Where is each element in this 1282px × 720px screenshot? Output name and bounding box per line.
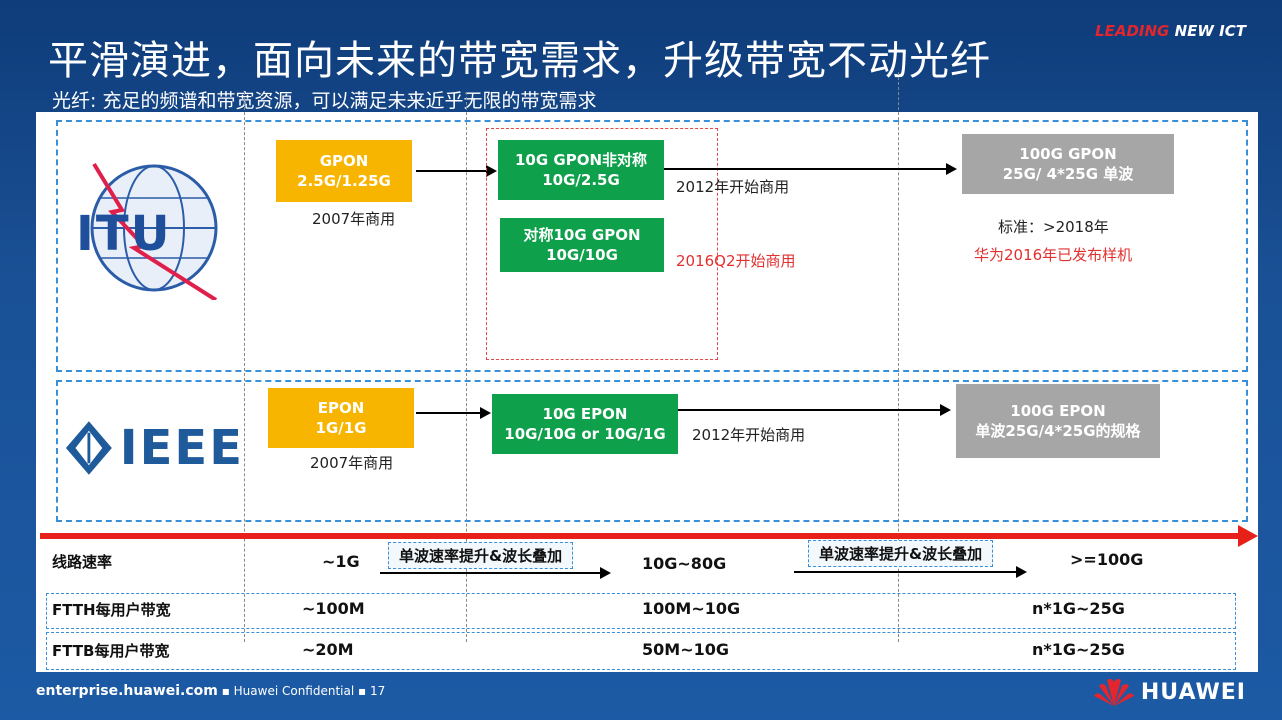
footer: enterprise.huawei.com ▪ Huawei Confident…	[36, 683, 385, 699]
100g-gpon-huawei-note: 华为2016年已发布样机	[974, 246, 1133, 264]
epon-note: 2007年商用	[310, 454, 394, 472]
arrow-10g-to-100g-epon-head	[940, 404, 951, 416]
ieee-section	[56, 380, 1248, 522]
10g-epon-note: 2012年开始商用	[692, 426, 806, 444]
arrow-10g-to-100g-head	[946, 163, 957, 175]
10g-gpon-sym-box: 对称10G GPON 10G/10G	[500, 218, 664, 272]
10g-gpon-group	[486, 128, 718, 360]
arrow-10g-to-100g	[664, 168, 946, 170]
guide-line-1	[244, 92, 245, 642]
line-rate-v2: 10G~80G	[642, 554, 727, 573]
line-rate-arrow-1	[380, 572, 600, 574]
fttb-v3: n*1G~25G	[1032, 640, 1125, 659]
10g-gpon-asym-box: 10G GPON非对称 10G/2.5G	[498, 140, 664, 200]
gpon-rate: 2.5G/1.25G	[297, 172, 391, 190]
huawei-logo-text: HUAWEI	[1140, 679, 1246, 705]
huawei-logo: HUAWEI	[1093, 676, 1246, 708]
gpon-note: 2007年商用	[312, 210, 396, 228]
10g-epon-box: 10G EPON 10G/10G or 10G/1G	[492, 394, 678, 454]
line-rate-arrow-2-head	[1016, 566, 1027, 578]
itu-logo-text: ITU	[76, 206, 172, 262]
arrow-gpon-to-10g	[416, 170, 486, 172]
footer-page-number: 17	[369, 684, 386, 698]
100g-epon-box: 100G EPON 单波25G/4*25G的规格	[956, 384, 1160, 458]
arrow-epon-to-10g	[416, 412, 480, 414]
gpon-box: GPON 2.5G/1.25G	[276, 140, 412, 202]
footer-bullet-2: ▪	[358, 684, 370, 698]
ftth-label: FTTH每用户带宽	[52, 601, 171, 619]
ieee-diamond-icon	[65, 421, 112, 475]
huawei-flower-icon	[1093, 678, 1134, 706]
epon-title: EPON	[317, 399, 365, 417]
10g-gpon-asym-title: 10G GPON非对称	[514, 151, 648, 169]
100g-gpon-box: 100G GPON 25G/ 4*25G 单波	[962, 134, 1174, 194]
timeline-arrow-head	[1238, 525, 1258, 547]
10g-epon-title: 10G EPON	[542, 405, 628, 423]
page-title: 平滑演进，面向未来的带宽需求，升级带宽不动光纤	[48, 38, 991, 84]
100g-gpon-standard-note: 标准：>2018年	[998, 218, 1109, 236]
ftth-v2: 100M~10G	[642, 599, 741, 618]
ftth-row	[46, 593, 1236, 629]
fttb-v1: ~20M	[302, 640, 354, 659]
ftth-v1: ~100M	[302, 599, 365, 618]
timeline-bar	[40, 533, 1238, 539]
brand-tag-new-ict: NEW ICT	[1174, 22, 1246, 40]
100g-epon-spec: 单波25G/4*25G的规格	[975, 422, 1141, 440]
footer-bullet-1: ▪	[221, 684, 234, 698]
10g-epon-rate: 10G/10G or 10G/1G	[504, 425, 666, 443]
epon-rate: 1G/1G	[315, 419, 367, 437]
line-rate-tag-2: 单波速率提升&波长叠加	[808, 540, 994, 567]
gpon-title: GPON	[319, 152, 369, 170]
ieee-logo-text: IEEE	[119, 420, 244, 476]
100g-gpon-rate: 25G/ 4*25G 单波	[1002, 165, 1134, 183]
guide-line-2	[466, 92, 467, 642]
100g-gpon-title: 100G GPON	[1019, 145, 1117, 163]
line-rate-label: 线路速率	[52, 553, 113, 571]
arrow-10g-to-100g-epon	[678, 409, 940, 411]
line-rate-v1: ~1G	[322, 552, 360, 571]
line-rate-v3: >=100G	[1070, 550, 1144, 569]
itu-section	[56, 120, 1248, 372]
arrow-gpon-to-10g-head	[486, 165, 497, 177]
10g-gpon-asym-note: 2012年开始商用	[676, 178, 790, 196]
10g-gpon-asym-rate: 10G/2.5G	[542, 171, 620, 189]
10g-gpon-sym-title: 对称10G GPON	[523, 226, 641, 244]
itu-globe-icon	[90, 162, 218, 302]
line-rate-arrow-2	[794, 571, 1016, 573]
epon-box: EPON 1G/1G	[268, 388, 414, 448]
footer-confidential: Huawei Confidential	[233, 684, 355, 698]
line-rate-arrow-1-head	[600, 567, 611, 579]
fttb-label: FTTB每用户带宽	[52, 642, 170, 660]
10g-gpon-sym-rate: 10G/10G	[546, 246, 618, 264]
content-panel: ITU GPON 2.5G/1.25G 2007年商用 10G GPON非对称 …	[36, 72, 1258, 672]
arrow-epon-to-10g-head	[480, 407, 491, 419]
fttb-row	[46, 632, 1236, 670]
footer-site: enterprise.huawei.com	[36, 683, 218, 699]
ieee-logo: IEEE	[64, 418, 244, 478]
guide-line-3	[898, 72, 899, 642]
100g-epon-title: 100G EPON	[1010, 402, 1106, 420]
itu-logo: ITU	[74, 150, 224, 302]
fttb-v2: 50M~10G	[642, 640, 729, 659]
ftth-v3: n*1G~25G	[1032, 599, 1125, 618]
brand-tag-leading: LEADING	[1095, 22, 1170, 40]
page-subtitle: 光纤: 充足的频谱和带宽资源，可以满足未来近乎无限的带宽需求	[52, 90, 597, 112]
brand-tagline: LEADING NEW ICT	[1095, 22, 1246, 40]
10g-gpon-sym-note: 2016Q2开始商用	[676, 252, 796, 270]
line-rate-tag-1: 单波速率提升&波长叠加	[388, 542, 574, 569]
